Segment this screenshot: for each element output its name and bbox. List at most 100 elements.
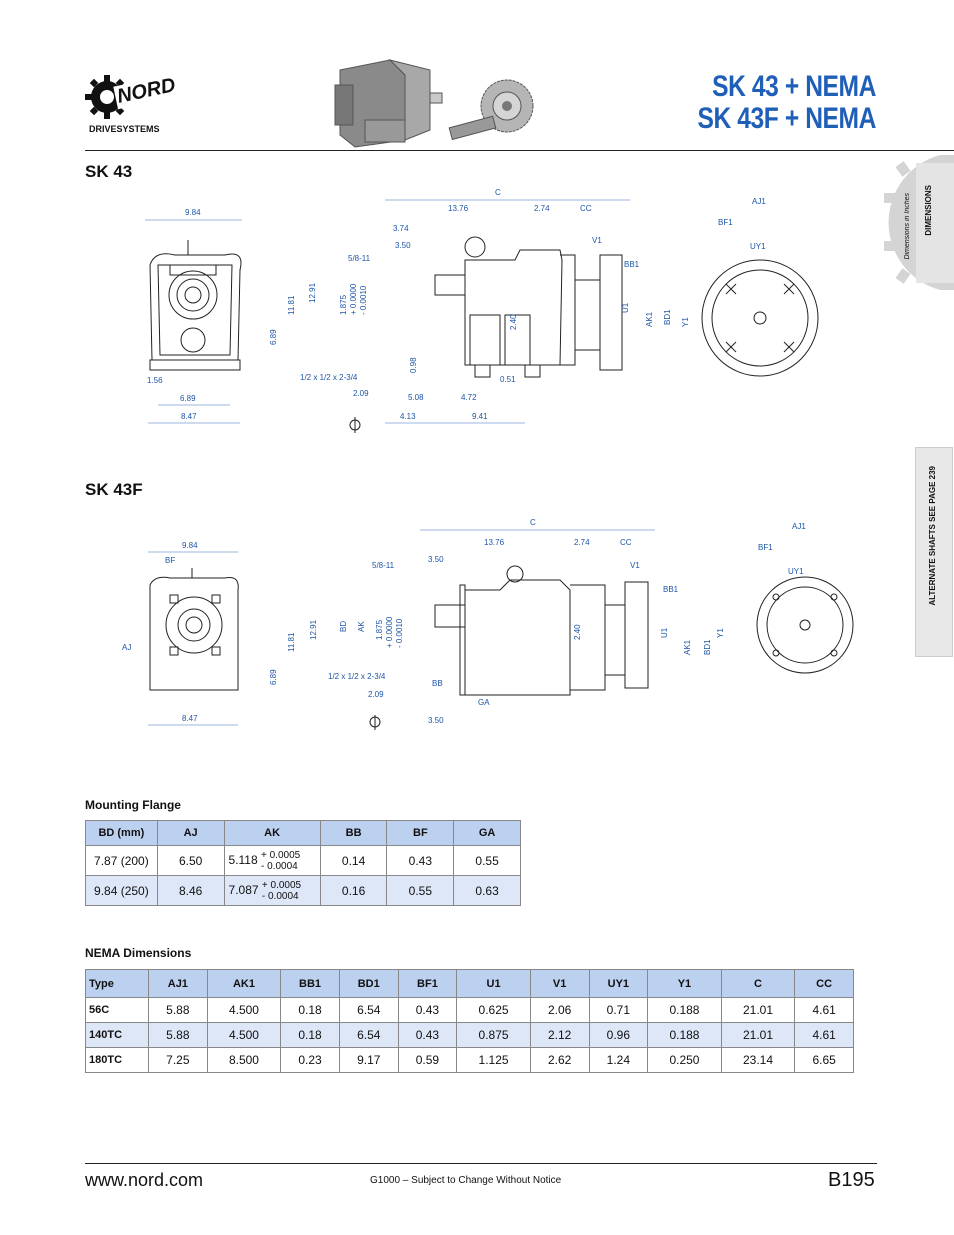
sk43f-dim-ak: AK <box>357 621 366 632</box>
ak-tolerance: + 0.0005 - 0.0004 <box>261 850 300 872</box>
sk43-dim-689: 6.89 <box>269 329 278 345</box>
table-cell: 6.54 <box>338 997 399 1023</box>
sk43f-dim-bd: BD <box>339 621 348 632</box>
sk43-dim-350: 3.50 <box>395 241 411 250</box>
nord-logo: NORD DRIVESYSTEMS <box>85 72 185 134</box>
sk43-dim-413: 4.13 <box>400 412 416 421</box>
table-cell-type: 56C <box>85 997 149 1023</box>
sk43-dim-240: 2.40 <box>509 314 518 330</box>
sk43-dim-bd1: BD1 <box>663 309 672 325</box>
sk43f-dim-y1: Y1 <box>716 628 725 638</box>
mounting-col-bf: BF <box>386 820 455 846</box>
gear-tab-icon <box>884 155 954 290</box>
sk43f-dim-350: 3.50 <box>428 555 444 564</box>
sk43-dim-c: C <box>495 188 501 197</box>
sk43f-dim-1291: 12.91 <box>309 619 318 640</box>
brand-subtitle: DRIVESYSTEMS <box>89 124 160 134</box>
table-cell: 0.16 <box>319 875 388 906</box>
sk43-dim-689b: 6.89 <box>180 394 196 403</box>
gearbox-photo <box>330 55 470 150</box>
table-cell: 5.88 <box>148 997 208 1023</box>
sk43f-dim-1875: 1.875 <box>375 619 384 640</box>
nema-table: Type AJ1 AK1 BB1 BD1 BF1 U1 V1 UY1 Y1 C … <box>85 969 854 1073</box>
table-cell: 21.01 <box>720 1022 796 1048</box>
table-cell: 0.23 <box>280 1047 340 1073</box>
table-cell: 7.25 <box>148 1047 208 1073</box>
mounting-col-ga: GA <box>453 820 521 846</box>
sk43f-dim-bb1: BB1 <box>663 585 679 594</box>
sk43f-dim-274: 2.74 <box>574 538 590 547</box>
mounting-col-bd: BD (mm) <box>85 820 158 846</box>
table-cell: 0.14 <box>319 845 388 876</box>
sk43f-dim-bb: BB <box>432 679 443 688</box>
sk43f-dim-350b: 3.50 <box>428 716 444 725</box>
table-cell: 6.65 <box>794 1047 854 1073</box>
nema-col-type: Type <box>85 969 149 998</box>
sk43-dim-58: 5/8-11 <box>348 254 371 263</box>
sk43-dim-cc: CC <box>580 204 592 213</box>
table-cell: 0.63 <box>453 875 521 906</box>
sk43f-dim-bd1: BD1 <box>703 639 712 655</box>
title-line-1: SK 43 + NEMA <box>712 70 876 103</box>
table-cell: 8.500 <box>206 1047 282 1073</box>
mounting-flange-caption: Mounting Flange <box>85 798 181 812</box>
page-number: B195 <box>828 1169 875 1191</box>
sk43-dim-uy1: UY1 <box>750 242 766 251</box>
sk43-dim-1291: 12.91 <box>308 282 317 303</box>
footer-url[interactable]: www.nord.com <box>85 1170 204 1190</box>
sk43f-dim-689: 6.89 <box>269 669 278 685</box>
sk43-dim-1376: 13.76 <box>448 204 469 213</box>
sk43f-dim-240: 2.40 <box>573 624 582 640</box>
nema-col-uy1: UY1 <box>588 969 649 998</box>
gear-tab-sublabel: Dimensions in Inches <box>904 193 911 260</box>
sk43-dim-1875: 1.875 <box>339 294 348 315</box>
sk43f-dim-bf: BF <box>165 556 175 565</box>
gear-tab-label: DIMENSIONS <box>924 185 933 236</box>
table-cell: 4.61 <box>794 1022 854 1048</box>
sk43-dim-156: 1.56 <box>147 376 163 385</box>
sk43f-dim-aj: AJ <box>122 643 131 652</box>
sk43f-dim-bf1: BF1 <box>758 543 773 552</box>
table-cell: 0.43 <box>386 845 455 876</box>
table-cell: 0.18 <box>280 997 340 1023</box>
sk43-dim-key: 1/2 x 1/2 x 2-3/4 <box>300 373 358 382</box>
sk43-dim-bb1: BB1 <box>624 260 640 269</box>
sk43-dim-tol-plus: + 0.0000 <box>349 283 358 315</box>
table-cell: 9.17 <box>338 1047 399 1073</box>
sk43-dim-051: 0.51 <box>500 375 516 384</box>
table-cell: 4.500 <box>206 1022 282 1048</box>
sk43-dim-u1: U1 <box>621 302 630 313</box>
table-row: 9.84 (250) 8.46 7.087 + 0.0005 - 0.0004 … <box>85 875 521 906</box>
table-cell: 0.18 <box>280 1022 340 1048</box>
ak-tol-plus: + 0.0005 <box>261 879 302 891</box>
sk43f-dim-984: 9.84 <box>182 541 198 550</box>
sk43f-dim-cc: CC <box>620 538 632 547</box>
table-cell: 0.188 <box>647 997 722 1023</box>
table-cell: 0.43 <box>397 1022 458 1048</box>
table-row: 140TC 5.88 4.500 0.18 6.54 0.43 0.875 2.… <box>85 1022 854 1048</box>
footer-rule <box>85 1163 877 1164</box>
table-row: 7.87 (200) 6.50 5.118 + 0.0005 - 0.0004 … <box>85 845 521 876</box>
sk43-drawing: 9.84 C 13.76 2.74 CC AJ1 BF1 3.74 3.50 V… <box>145 188 819 433</box>
sk43-dim-847: 8.47 <box>181 412 197 421</box>
sk43f-dim-tol-minus: - 0.0010 <box>395 618 404 648</box>
sk43f-dim-tol-plus: + 0.0000 <box>385 616 394 648</box>
nema-col-bf1: BF1 <box>397 969 458 998</box>
table-cell: 2.12 <box>529 1022 590 1048</box>
mounting-col-ak: AK <box>223 820 321 846</box>
table-cell: 0.188 <box>647 1022 722 1048</box>
sk43-dim-209: 2.09 <box>353 389 369 398</box>
sk43f-dim-aj1: AJ1 <box>792 522 806 531</box>
table-cell: 0.43 <box>397 997 458 1023</box>
table-cell: 0.625 <box>456 997 531 1023</box>
sk43f-dim-1376: 13.76 <box>484 538 505 547</box>
gears-photo <box>445 78 540 148</box>
sk43f-dim-209: 2.09 <box>368 690 384 699</box>
nema-col-bb1: BB1 <box>280 969 340 998</box>
sk43-dim-y1: Y1 <box>681 317 690 327</box>
nema-col-u1: U1 <box>456 969 531 998</box>
sk43-dim-098: 0.98 <box>409 357 418 373</box>
alternate-shafts-label: ALTERNATE SHAFTS SEE PAGE 239 <box>928 466 937 606</box>
nema-col-y1: Y1 <box>647 969 722 998</box>
table-cell: 1.24 <box>588 1047 649 1073</box>
